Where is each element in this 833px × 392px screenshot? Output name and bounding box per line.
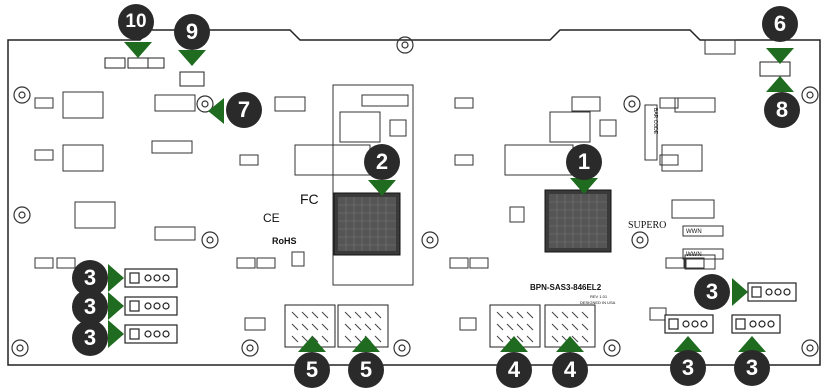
mounting-holes — [11, 36, 819, 357]
wwn-label-2: WWN — [686, 252, 702, 258]
callout-3b: 3 — [72, 289, 108, 325]
callout-3e: 3 — [670, 350, 706, 386]
callout-5a: 5 — [294, 352, 330, 388]
component-outlines — [62, 39, 736, 331]
arrow-8 — [766, 76, 794, 92]
callout-3d: 3 — [694, 274, 730, 310]
fcc-label: FC — [300, 191, 319, 207]
arrow-3e — [674, 336, 702, 352]
brand-label: SUPERO — [628, 220, 666, 231]
rohs-label: RoHS — [272, 236, 297, 246]
callout-9: 9 — [174, 14, 210, 50]
model-label: BPN-SAS3-846EL2 — [530, 283, 602, 292]
arrow-3a — [108, 264, 124, 292]
arrow-10 — [124, 42, 152, 58]
arrow-3c — [108, 320, 124, 348]
callout-3a: 3 — [72, 260, 108, 296]
ce-label: CE — [263, 211, 280, 225]
designed-text-1: REV 1.01 — [590, 294, 608, 299]
arrow-4b — [556, 336, 584, 352]
callout-3f: 3 — [734, 350, 770, 386]
arrow-9 — [178, 50, 206, 66]
arrow-6 — [766, 48, 794, 64]
designed-text-2: DESIGNED IN USA — [580, 300, 616, 305]
arrow-7 — [208, 98, 224, 124]
power-connectors-right — [664, 282, 797, 334]
arrow-5b — [352, 336, 380, 352]
expander-chip-1 — [544, 189, 612, 253]
sas-connectors-5 — [284, 304, 389, 348]
led-pairs — [34, 97, 705, 269]
top-headers — [104, 57, 791, 87]
power-connectors-left — [124, 268, 178, 344]
callout-8: 8 — [764, 92, 800, 128]
callout-1: 1 — [566, 144, 602, 180]
arrow-5a — [298, 336, 326, 352]
arrow-4a — [500, 336, 528, 352]
arrow-1 — [570, 178, 598, 194]
expander-chip-2 — [333, 192, 401, 256]
callout-4b: 4 — [552, 352, 588, 388]
callout-10: 10 — [118, 4, 154, 40]
arrow-3b — [108, 292, 124, 320]
callout-5b: 5 — [348, 352, 384, 388]
left-ic-area — [332, 84, 414, 286]
sas-connectors-4 — [489, 304, 596, 348]
callout-3c: 3 — [72, 320, 108, 356]
wwn-label-1: WWN — [686, 229, 702, 235]
arrow-2 — [368, 180, 396, 196]
arrow-3d — [732, 278, 748, 306]
arrow-3f — [738, 336, 766, 352]
callout-2: 2 — [364, 144, 400, 180]
callout-4a: 4 — [496, 352, 532, 388]
bar-code-label: BAR CODE — [652, 108, 658, 135]
callout-6: 6 — [762, 6, 798, 42]
callout-7: 7 — [226, 92, 262, 128]
